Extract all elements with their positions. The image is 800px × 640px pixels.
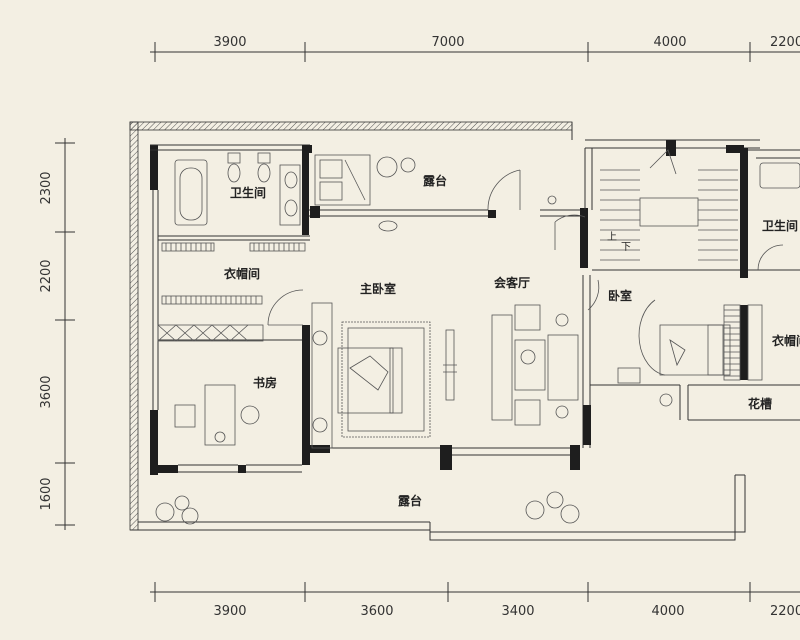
label-bath-left: 卫生间 [230,185,266,200]
bathtub-right [759,162,800,189]
bedroom-bed [587,279,731,407]
closet-rods-upper [161,242,306,252]
dim-left-1: 2300 [39,171,54,204]
label-terrace-bottom: 露台 [398,493,422,508]
dim-top-1: 3900 [213,35,246,50]
dim-bottom-2: 3600 [360,604,393,619]
label-bedroom: 卧室 [608,288,632,303]
room-labels: 卫生间 露台 衣帽间 主卧室 会客厅 书房 露台 卫生间 卧室 衣帽间 花槽 上… [224,173,800,508]
bathtub-left [174,159,208,226]
label-master-bedroom: 主卧室 [360,281,396,296]
dimension-lines [55,42,800,602]
label-stair-down: 下 [621,242,631,253]
lounge-sofa-set [491,304,579,426]
label-bath-right: 卫生间 [762,218,798,233]
label-planter: 花槽 [748,396,772,411]
label-lounge: 会客厅 [494,275,530,290]
dim-left-3: 3600 [39,375,54,408]
outer-parapet [129,121,746,541]
toilet-left [227,152,271,183]
dim-bottom-4: 4000 [651,604,684,619]
closet-right-rods [723,304,763,381]
dim-left-2: 2200 [39,259,54,292]
dim-left-4: 1600 [39,477,54,510]
bath-right-door [757,244,784,271]
dim-top-4: 2200 [770,35,800,50]
terrace-bottom-plants [155,491,580,525]
sinks-left [279,164,301,226]
dim-top-3: 4000 [653,35,686,50]
terrace-top-features [267,154,557,326]
dim-bottom-1: 3900 [213,604,246,619]
label-stair-up: 上 [607,231,617,243]
dim-bottom-5: 2200 [770,604,800,619]
label-closet-right: 衣帽间 [772,333,800,348]
dim-bottom-3: 3400 [501,604,534,619]
master-bed [337,321,431,438]
bedside-left-master [311,302,333,449]
walls [150,139,800,475]
staircase [554,149,738,261]
label-study: 书房 [253,375,277,390]
study-furniture [174,384,260,446]
dim-top-2: 7000 [431,35,464,50]
closet-rods-lower [157,295,264,342]
label-closet-left: 衣帽间 [224,266,260,281]
label-terrace-top: 露台 [423,173,447,188]
dimension-labels: 3900 7000 4000 2200 3900 3600 3400 4000 … [39,35,800,619]
